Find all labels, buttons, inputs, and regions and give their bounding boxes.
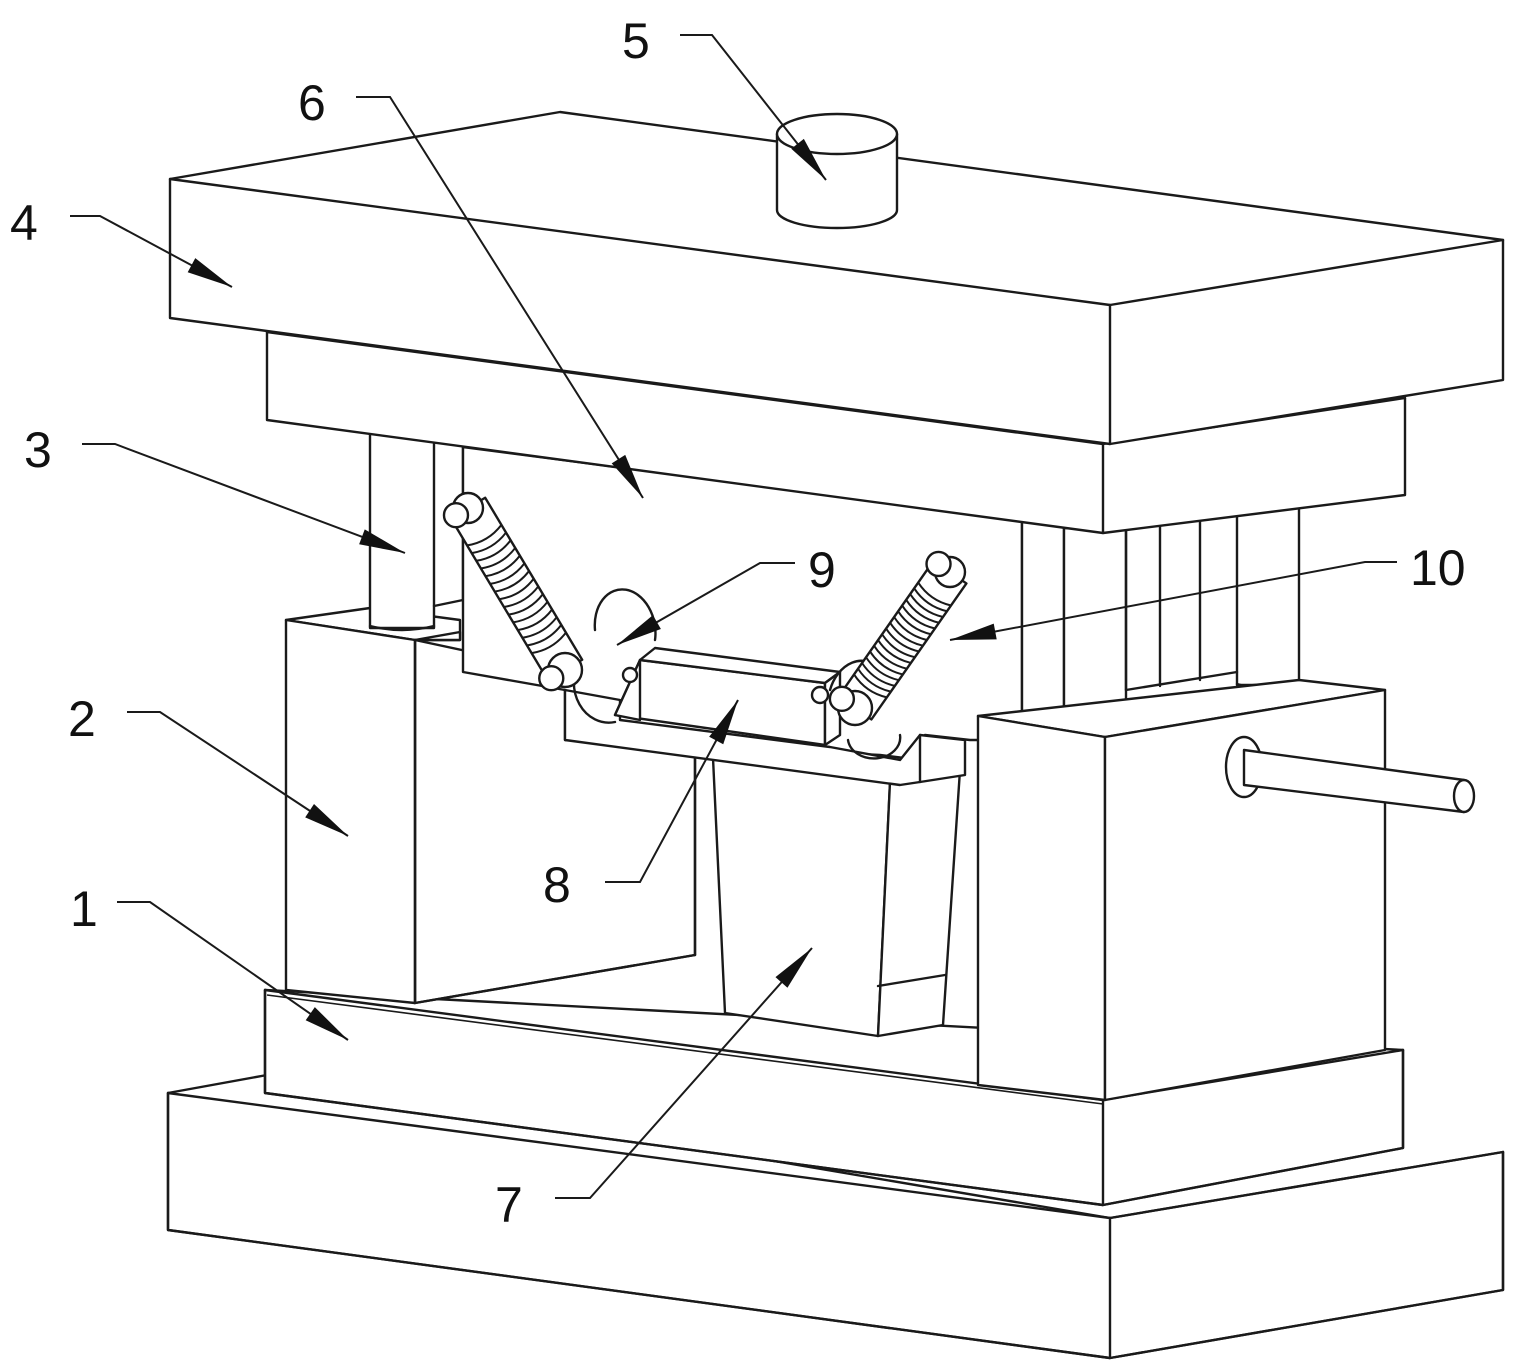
spring-coil — [494, 570, 530, 593]
spring-coil — [489, 562, 526, 585]
spring-coil — [917, 582, 952, 607]
spring-coil — [909, 593, 944, 618]
spring-coil — [476, 539, 512, 562]
punch-shank — [775, 112, 899, 230]
leader-line-4 — [70, 215, 233, 288]
arrowhead-5 — [791, 138, 826, 180]
spring-coil — [861, 662, 896, 687]
right-support-block — [976, 678, 1476, 1102]
spring-coil — [869, 650, 904, 676]
spring-coil — [865, 656, 900, 682]
upper-die-plate — [168, 110, 1505, 446]
spring-end-cap — [538, 665, 565, 692]
arrowhead-2 — [305, 803, 348, 836]
spring-coil — [503, 585, 540, 608]
spring-coil — [913, 587, 948, 613]
callout-3: 3 — [24, 422, 52, 478]
leader-line-1 — [117, 901, 349, 1041]
spring-coil — [513, 601, 549, 624]
spring-coil — [517, 608, 553, 632]
lower-die — [711, 756, 962, 1038]
leader-line-6 — [356, 96, 644, 499]
leaders — [70, 34, 1397, 1199]
arrowhead-1 — [305, 1007, 348, 1040]
spring-coil — [893, 616, 928, 641]
spring-end-cap — [828, 685, 856, 713]
spring-coil — [485, 555, 521, 578]
callout-labels: 1 2 3 4 5 6 7 8 9 10 — [10, 13, 1466, 1233]
spring-coil — [471, 531, 507, 555]
arrowhead-7 — [775, 948, 812, 988]
callout-6: 6 — [298, 75, 326, 131]
leader-line-2 — [127, 711, 349, 837]
arrowhead-8 — [709, 700, 738, 745]
spring-coil — [897, 610, 932, 636]
leader-line-3 — [82, 443, 406, 554]
arrowhead-3 — [359, 529, 405, 553]
spring-coil — [901, 605, 936, 630]
arrowhead-6 — [611, 454, 643, 498]
spring-coil — [873, 645, 908, 670]
spring-damper-right — [828, 550, 968, 727]
leader-line-5 — [680, 34, 827, 181]
spring-end-cap — [442, 501, 470, 529]
callout-9: 9 — [808, 542, 836, 598]
clamp-block — [613, 646, 842, 747]
callout-8: 8 — [543, 857, 571, 913]
spring-coil — [508, 593, 544, 616]
spring-coil — [466, 524, 503, 547]
spring-coil — [857, 668, 892, 693]
callout-10: 10 — [1410, 540, 1466, 596]
spring-end-cap — [925, 550, 952, 578]
callout-2: 2 — [68, 691, 96, 747]
callout-7: 7 — [495, 1177, 523, 1233]
callout-5: 5 — [622, 13, 650, 69]
leader-line-10 — [949, 561, 1397, 641]
callout-4: 4 — [10, 195, 38, 251]
left-support-block — [284, 606, 697, 1005]
arrowhead-4 — [187, 258, 232, 287]
spring-coil — [853, 673, 888, 699]
left-guide-pillar — [368, 430, 465, 632]
leader-line-8 — [605, 699, 739, 883]
spring-damper-left — [442, 491, 584, 692]
spring-coil — [499, 578, 535, 601]
leader-line-7 — [555, 947, 813, 1199]
spring-coil — [531, 631, 567, 655]
spring-coil — [885, 627, 920, 653]
spring-coil — [889, 622, 924, 647]
spring-coil — [522, 616, 558, 639]
spring-coil — [526, 624, 563, 647]
callout-1: 1 — [70, 881, 98, 937]
arrowhead-10 — [950, 623, 997, 640]
spring-coil — [905, 599, 940, 624]
arrowhead-9 — [617, 615, 661, 645]
spring-coil — [877, 639, 912, 664]
leader-line-9 — [616, 562, 795, 646]
spring-coil — [480, 547, 517, 570]
spring-coil — [881, 633, 916, 659]
